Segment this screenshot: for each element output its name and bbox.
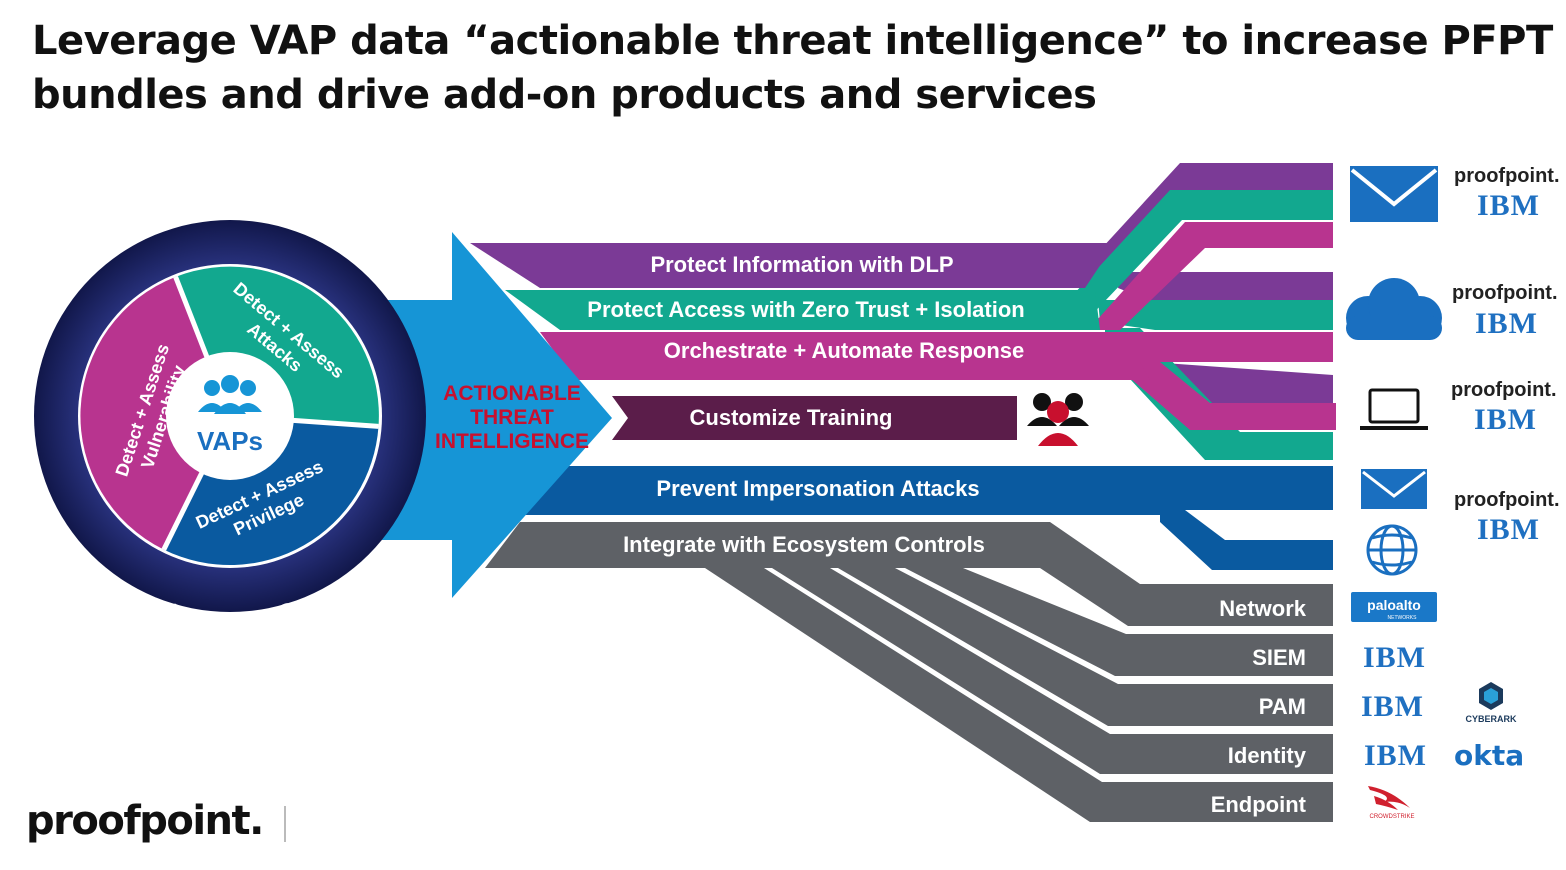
globe-icon [1366,524,1418,576]
email-icon [1350,166,1438,222]
paloalto-logo: paloalto NETWORKS [1351,592,1437,622]
svg-text:THREAT: THREAT [470,406,554,429]
band-impersonation [525,466,1333,515]
band-ecosystem [485,522,1333,626]
cloud-icon [1346,278,1442,340]
ribbon-identity [772,568,1333,774]
stream-label-orchestrate: Orchestrate + Automate Response [664,338,1024,363]
segment-vulnerability [80,276,230,550]
proofpoint-logo: proofpoint. [1454,489,1560,511]
ecosystem-identity: Identity [1228,743,1307,768]
ibm-logo-pam: IBM [1361,690,1424,723]
ibm-logo: IBM [1475,307,1538,340]
band-zero-trust [505,290,1100,330]
band-training [612,396,1017,440]
vendor-group-cloud: proofpoint. IBM [1452,282,1558,340]
ibm-logo: IBM [1477,513,1540,546]
ecosystem-siem: SIEM [1252,645,1306,670]
svg-text:CYBERARK: CYBERARK [1465,714,1517,724]
branch-orch-top [1088,222,1333,330]
ribbon-pam [838,568,1333,726]
vendor-group-laptop: proofpoint. IBM [1451,379,1557,436]
ecosystem-pam: PAM [1259,694,1306,719]
crowdstrike-logo: CROWDSTRIKE [1368,786,1415,820]
svg-text:CROWDSTRIKE: CROWDSTRIKE [1370,814,1415,820]
stream-label-impersonation: Prevent Impersonation Attacks [656,476,979,501]
svg-text:INTELLIGENCE: INTELLIGENCE [435,430,589,453]
stream-bands [470,243,1333,626]
vendor-group-impersonation: proofpoint. IBM [1454,489,1560,546]
footer-divider [284,806,286,842]
actionable-arrow [370,232,612,598]
band-dlp [470,243,1115,288]
vendor-group-email: proofpoint. IBM [1454,165,1560,222]
stream-label-ecosystem: Integrate with Ecosystem Controls [623,532,985,557]
ecosystem-ribbons [705,568,1333,822]
wheel-center-label: VAPs [197,426,263,456]
ibm-logo: IBM [1477,189,1540,222]
proofpoint-logo: proofpoint. [1451,379,1557,401]
title-line-1: Leverage VAP data “actionable threat int… [32,18,1553,64]
ibm-logo-identity: IBM [1364,739,1427,772]
svg-text:ACTIONABLE: ACTIONABLE [443,382,581,405]
ribbon-siem [905,568,1333,676]
svg-text:PROTECTION: PROTECTION [140,171,319,223]
ribbon-endpoint [705,568,1333,822]
ecosystem-network: Network [1219,596,1307,621]
svg-text:paloalto: paloalto [1367,597,1421,613]
ibm-logo: IBM [1474,403,1537,436]
title-line-2: bundles and drive add-on products and se… [32,72,1097,118]
arrow-label: ACTIONABLE THREAT INTELLIGENCE [435,382,589,453]
svg-text:NETWORKS: NETWORKS [1388,615,1418,621]
wheel-label-protection: PROTECTION [140,171,318,223]
vap-wheel: VAPs PROTECTION ANALYTICS Detect + Asses… [34,171,426,641]
footer-proofpoint-logo: proofpoint. [26,798,264,844]
ecosystem-endpoint: Endpoint [1211,792,1307,817]
training-users-icon [1027,393,1089,446]
stream-label-training: Customize Training [690,405,893,430]
wheel-center [166,352,294,480]
branch-imp-bottom [1160,510,1333,570]
branch-orch-bottom [1130,362,1336,430]
ibm-logo-siem: IBM [1363,641,1426,674]
okta-logo: okta [1454,739,1524,772]
proofpoint-logo: proofpoint. [1454,165,1560,187]
branch-zt-mid [1098,300,1333,330]
proofpoint-logo: proofpoint. [1452,282,1558,304]
stream-label-dlp: Protect Information with DLP [650,252,953,277]
cyberark-logo: CYBERARK [1465,682,1517,724]
stream-label-zero-trust: Protect Access with Zero Trust + Isolati… [587,297,1024,322]
laptop-icon [1360,388,1428,430]
people-icon [198,375,262,414]
slide-title: Leverage VAP data “actionable threat int… [32,14,1553,122]
band-orchestrate [540,332,1333,380]
email-small-icon [1361,469,1427,509]
